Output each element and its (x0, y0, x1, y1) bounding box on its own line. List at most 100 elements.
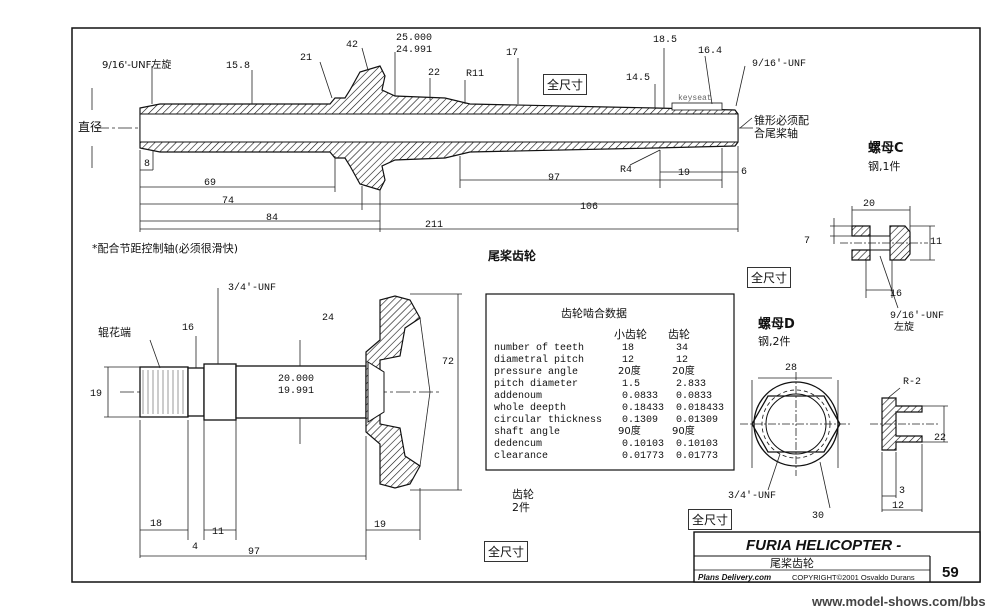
shaft-dim-thread-left: 9/16'-UNF左旋 (102, 58, 171, 71)
nut-d-dim-22: 22 (934, 433, 946, 444)
table-cell: 0.01309 (676, 415, 718, 426)
title-block-page: 59 (942, 564, 959, 581)
shaft-dim-21: 21 (300, 53, 312, 64)
shaft-dim-18-5: 18.5 (653, 35, 677, 46)
shaft-dim-r11: R11 (466, 69, 484, 80)
table-cell: 0.18433 (622, 403, 664, 414)
nut-d-thread: 3/4'-UNF (728, 490, 776, 502)
nut-d-dim-3: 3 (899, 486, 905, 497)
shaft-drawing (91, 47, 760, 232)
nut-c-thread: 9/16'-UNF (890, 310, 944, 322)
shaft-taper-note-1: 锥形必须配 (754, 114, 809, 127)
shaft-keyseat-label: keyseat (678, 94, 712, 103)
table-cell: 12 (676, 355, 688, 366)
nut-c-dim-11: 11 (930, 237, 942, 248)
nut-d-drawing (740, 372, 948, 512)
table-row-label: addenoum (494, 390, 542, 402)
table-cell: 0.01773 (676, 451, 718, 462)
gear-dim-16: 16 (182, 323, 194, 334)
table-row-label: pitch diameter (494, 378, 578, 390)
shaft-dim-8: 8 (144, 159, 150, 170)
sheet-border (71, 27, 981, 583)
gear-qty: 2件 (512, 501, 530, 514)
table-row-label: clearance (494, 450, 548, 462)
shaft-dim-106: 106 (580, 202, 598, 213)
gear-dim-20-000: 20.000 (278, 374, 314, 385)
nut-c-left-hand: 左旋 (894, 320, 914, 333)
title-block (693, 531, 981, 583)
table-cell: 90度 (672, 424, 695, 437)
table-row-label: whole deepth (494, 402, 566, 414)
table-cell: 18 (622, 343, 634, 354)
shaft-dim-r4: R4 (620, 165, 632, 176)
gear-dim-11: 11 (212, 527, 224, 538)
table-row-label: shaft angle (494, 426, 560, 438)
shaft-diameter-label: 直径 (78, 120, 102, 134)
table-row-label: circular thickness (494, 414, 602, 426)
table-cell: 20度 (618, 364, 641, 377)
gear-dim-24: 24 (322, 313, 334, 324)
nut-d-scale-tag: 全尺寸 (688, 509, 733, 530)
nut-c-title: 螺母C (868, 140, 904, 156)
gear-dim-19-991: 19.991 (278, 386, 314, 397)
shaft-note: *配合节距控制轴(必须很滑快) (92, 241, 238, 255)
nut-c-drawing (830, 206, 935, 309)
gear-knurl-label: 辊花端 (98, 325, 131, 339)
nut-d-material: 钢,2件 (758, 335, 791, 348)
table-cell: 0.018433 (676, 403, 724, 414)
gear-thread-label: 3/4'-UNF (228, 282, 276, 294)
table-row-label: dedencum (494, 438, 542, 450)
nut-d-dim-30: 30 (812, 511, 824, 522)
watermark-bg (800, 590, 1008, 612)
shaft-dim-16-4: 16.4 (698, 46, 722, 57)
gear-dim-72: 72 (442, 357, 454, 368)
gear-scale-tag: 全尺寸 (484, 541, 529, 562)
shaft-taper-note-2: 合尾桨轴 (754, 126, 798, 140)
title-block-copyright: COPYRIGHT©2001 Osvaldo Durans (792, 573, 915, 582)
watermark: www.model-shows.com/bbs (811, 594, 986, 609)
table-row-label: pressure angle (494, 366, 578, 378)
nut-d-dim-28: 28 (785, 363, 797, 374)
title-block-plans: Plans Delivery.com (698, 573, 771, 582)
shaft-title: 尾桨齿轮 (488, 248, 537, 263)
gear-drawing (104, 288, 462, 560)
title-block-name: FURIA HELICOPTER - (746, 537, 901, 554)
gear-label: 齿轮 (512, 487, 534, 501)
shaft-dim-211: 211 (425, 220, 443, 231)
shaft-scale-tag: 全尺寸 (543, 74, 588, 95)
gear-dim-4: 4 (192, 542, 198, 553)
table-cell: 0.0833 (622, 391, 658, 402)
gear-dim-97: 97 (248, 547, 260, 558)
nut-d-title: 螺母D (758, 316, 795, 332)
shaft-dim-6: 6 (741, 167, 747, 178)
gear-dim-18: 18 (150, 519, 162, 530)
gear-data-table (485, 293, 735, 471)
shaft-dim-69: 69 (204, 178, 216, 189)
title-block-subtitle: 尾桨齿轮 (770, 556, 814, 570)
shaft-dim-84: 84 (266, 213, 278, 224)
nut-d-radius: R-2 (903, 377, 921, 388)
gear-dim-19-hub: 19 (374, 520, 386, 531)
table-cell: 12 (622, 355, 634, 366)
nut-c-dim-20: 20 (863, 199, 875, 210)
shaft-dim-15-8: 15.8 (226, 61, 250, 72)
table-title: 齿轮啮合数据 (561, 306, 627, 320)
shaft-dim-17: 17 (506, 48, 518, 59)
table-cell: 34 (676, 343, 688, 354)
nut-c-dim-7: 7 (804, 236, 810, 247)
shaft-dim-19: 19 (678, 168, 690, 179)
gear-dim-19: 19 (90, 389, 102, 400)
nut-c-dim-16: 16 (890, 289, 902, 300)
table-cell: 20度 (672, 364, 695, 377)
nut-d-dim-12: 12 (892, 501, 904, 512)
shaft-dim-25-000: 25.000 (396, 33, 432, 44)
table-cell: 2.833 (676, 379, 706, 390)
table-cell: 0.10103 (676, 439, 718, 450)
shaft-dim-97: 97 (548, 173, 560, 184)
shaft-dim-thread-right: 9/16'-UNF (752, 58, 806, 70)
shaft-dim-14-5: 14.5 (626, 73, 650, 84)
nut-c-material: 钢,1件 (868, 160, 901, 173)
table-cell: 0.1309 (622, 415, 658, 426)
